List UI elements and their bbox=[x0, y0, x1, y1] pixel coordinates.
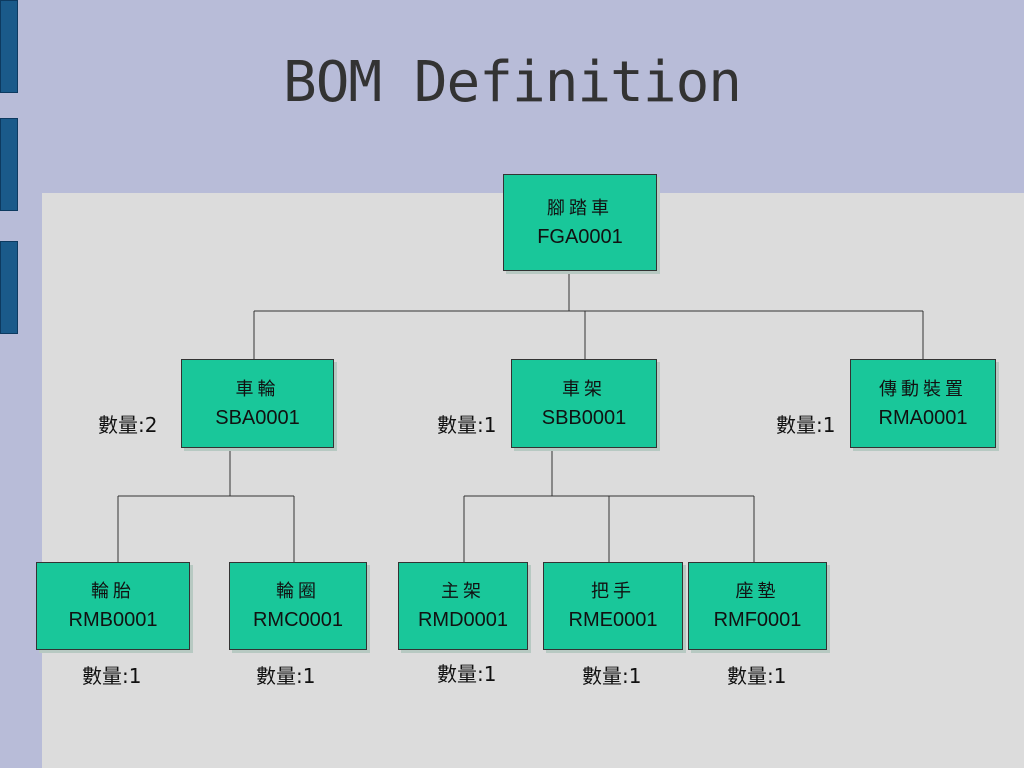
node-code: RMB0001 bbox=[68, 609, 158, 631]
bom-node-rme0001: 把手 RME0001 bbox=[543, 562, 683, 650]
node-name: 輪圈 bbox=[276, 581, 320, 602]
bom-node-rma0001: 傳動裝置 RMA0001 bbox=[850, 359, 996, 448]
node-name: 把手 bbox=[591, 581, 635, 602]
side-tab-1 bbox=[0, 0, 18, 93]
node-code: FGA0001 bbox=[537, 225, 623, 248]
qty-label-rmf0001: 數量:1 bbox=[727, 664, 787, 688]
node-code: SBA0001 bbox=[215, 406, 300, 429]
side-tab-3 bbox=[0, 241, 18, 334]
node-name: 輪胎 bbox=[91, 581, 135, 602]
qty-label-sba0001: 數量:2 bbox=[98, 413, 158, 437]
bom-node-rmf0001: 座墊 RMF0001 bbox=[688, 562, 827, 650]
bom-node-rmb0001: 輪胎 RMB0001 bbox=[36, 562, 190, 650]
node-name: 腳踏車 bbox=[547, 197, 613, 219]
qty-label-rmc0001: 數量:1 bbox=[256, 664, 316, 688]
qty-label-rma0001: 數量:1 bbox=[776, 413, 836, 437]
qty-label-rme0001: 數量:1 bbox=[582, 664, 642, 688]
bom-node-root: 腳踏車 FGA0001 bbox=[503, 174, 657, 271]
bom-node-rmd0001: 主架 RMD0001 bbox=[398, 562, 528, 650]
node-code: SBB0001 bbox=[541, 406, 627, 429]
node-code: RMA0001 bbox=[878, 406, 968, 429]
bom-node-sba0001: 車輪 SBA0001 bbox=[181, 359, 334, 448]
bom-node-sbb0001: 車架 SBB0001 bbox=[511, 359, 657, 448]
qty-label-rmd0001: 數量:1 bbox=[437, 662, 497, 686]
diagram-panel bbox=[42, 193, 1024, 768]
page-title: BOM Definition bbox=[282, 50, 742, 115]
node-name: 傳動裝置 bbox=[879, 378, 967, 400]
node-name: 車輪 bbox=[235, 378, 280, 400]
qty-label-sbb0001: 數量:1 bbox=[437, 413, 497, 437]
node-code: RMD0001 bbox=[417, 609, 509, 631]
node-code: RMC0001 bbox=[252, 609, 344, 631]
bom-node-rmc0001: 輪圈 RMC0001 bbox=[229, 562, 367, 650]
node-code: RMF0001 bbox=[713, 609, 802, 631]
node-name: 車架 bbox=[562, 378, 606, 400]
qty-label-rmb0001: 數量:1 bbox=[82, 664, 142, 688]
node-name: 座墊 bbox=[735, 581, 780, 602]
node-name: 主架 bbox=[441, 581, 485, 602]
side-tab-2 bbox=[0, 118, 18, 211]
node-code: RME0001 bbox=[568, 609, 658, 631]
